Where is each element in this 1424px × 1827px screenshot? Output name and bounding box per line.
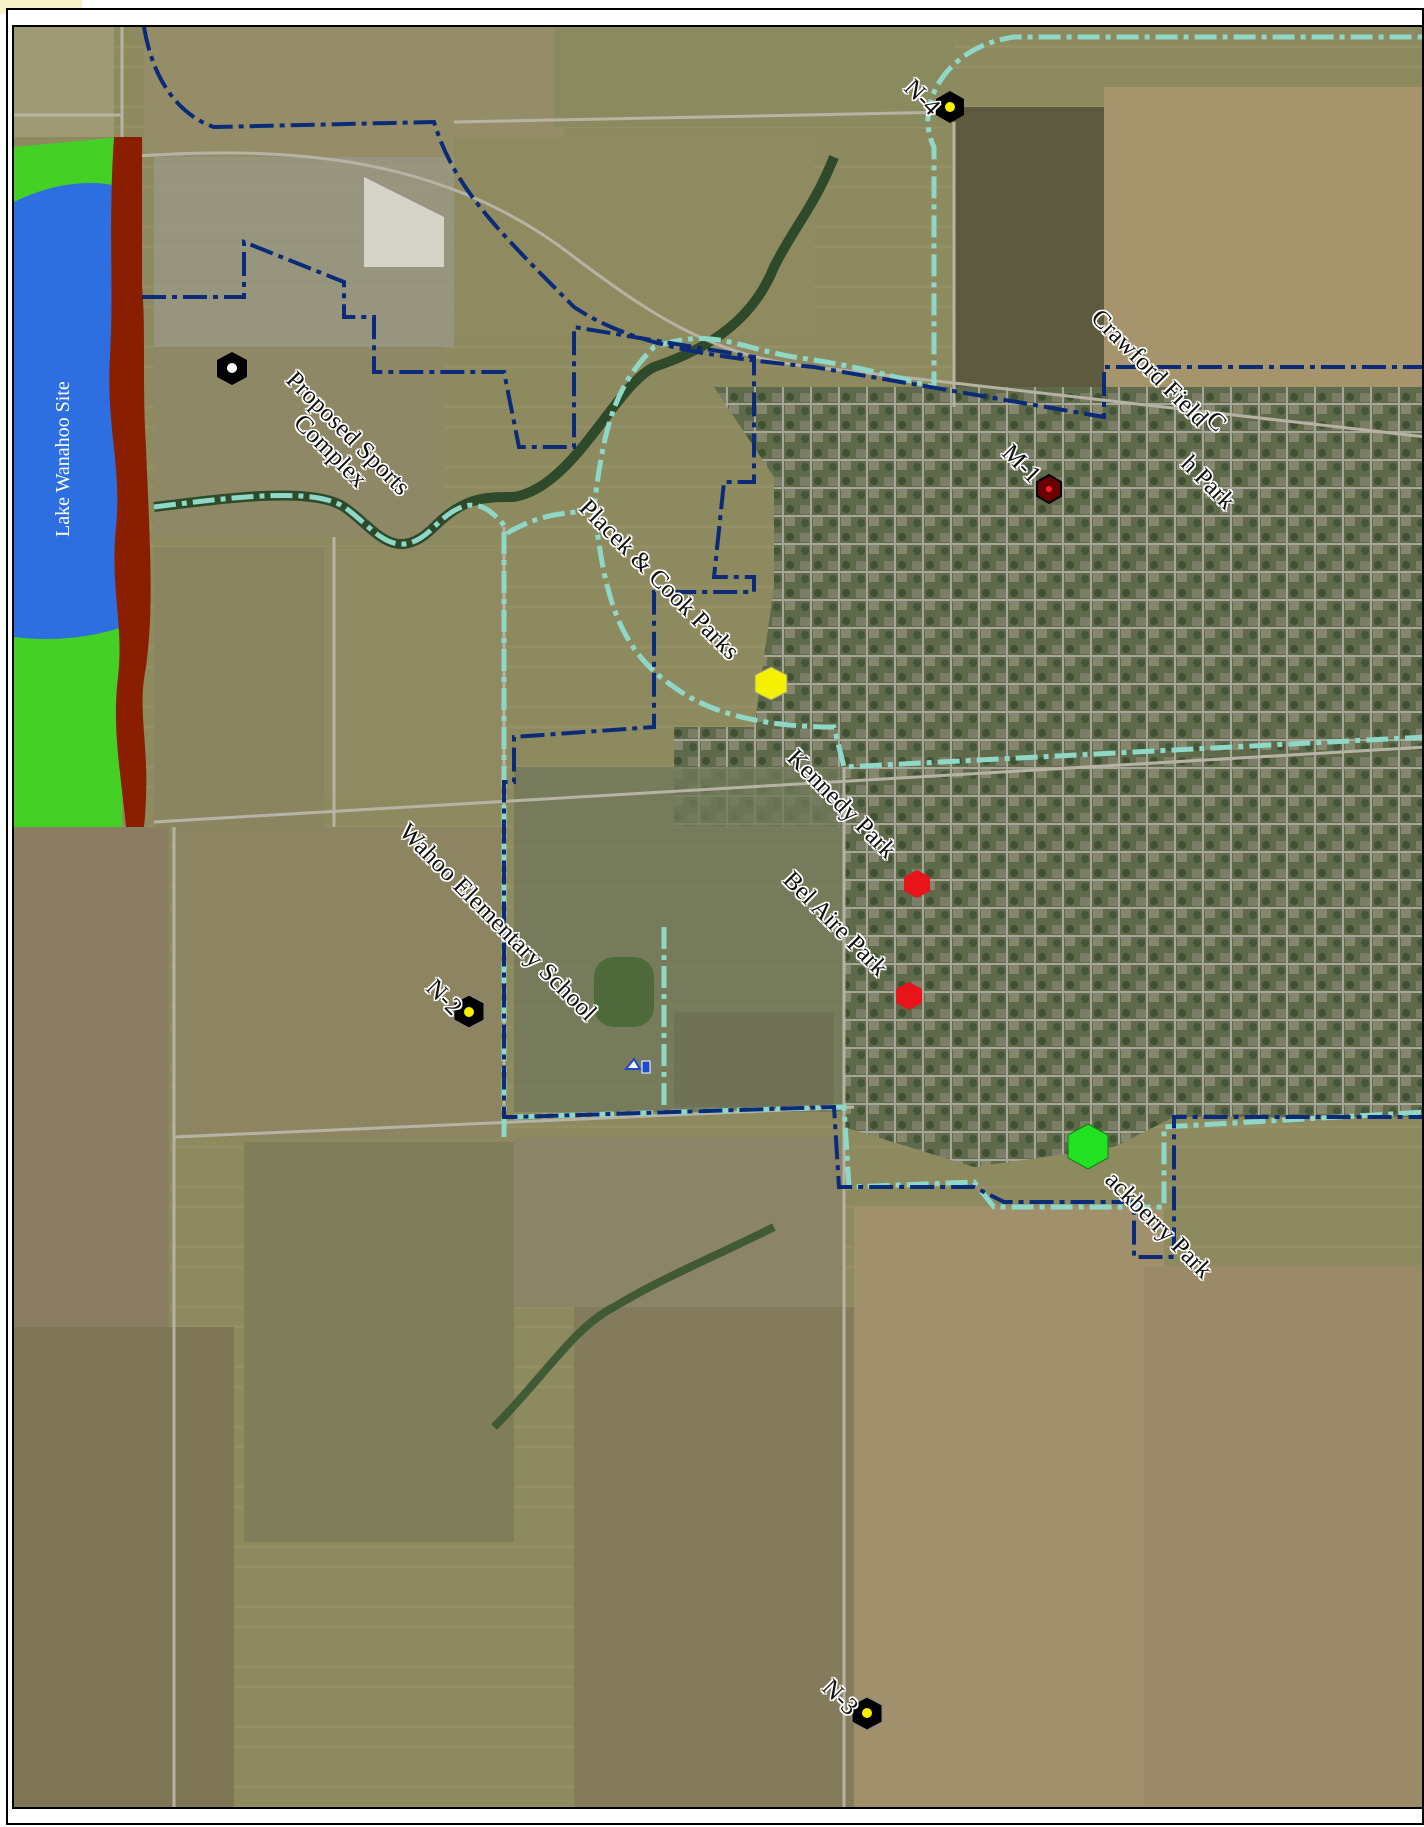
sports-track xyxy=(594,957,654,1027)
gravel-lot xyxy=(364,177,444,267)
field-patch xyxy=(1144,1267,1422,1807)
field-patch xyxy=(144,27,564,157)
map-svg xyxy=(14,27,1422,1807)
map-canvas[interactable]: Lake Wanahoo Site Proposed Sports Comple… xyxy=(12,25,1424,1809)
field-patch xyxy=(514,1137,844,1307)
field-patch xyxy=(174,827,504,1137)
field-patch xyxy=(154,547,324,827)
city-limit xyxy=(142,27,1422,1259)
dam-embankment xyxy=(109,137,151,827)
creek-south xyxy=(491,1223,776,1430)
field-patch xyxy=(854,1207,1164,1807)
field-patch xyxy=(574,1307,854,1807)
field-patch xyxy=(554,27,954,127)
field-patch xyxy=(14,1327,234,1807)
marker-blackberry[interactable] xyxy=(1067,1123,1109,1170)
town-area xyxy=(674,387,1422,1167)
marker-placek-cook[interactable] xyxy=(754,666,788,701)
creek xyxy=(153,155,839,550)
field-patch xyxy=(954,107,1104,407)
field-patch xyxy=(324,547,504,797)
marker-n3[interactable] xyxy=(851,1696,883,1731)
marker-proposed-sports[interactable] xyxy=(217,352,247,385)
lake-water xyxy=(14,182,122,639)
field-patch xyxy=(244,1142,514,1542)
field-patch xyxy=(454,137,814,337)
field-patch xyxy=(1104,87,1422,407)
marker-m1[interactable] xyxy=(1036,473,1062,505)
marker-elementary-school[interactable] xyxy=(623,1057,651,1074)
marker-kennedy[interactable] xyxy=(904,870,930,898)
marker-n4[interactable] xyxy=(936,91,964,123)
town-south-area xyxy=(514,767,844,1112)
marker-bel-aire[interactable] xyxy=(896,982,922,1010)
field-patch xyxy=(14,827,169,1327)
lake-wanahoo-label: Lake Wanahoo Site xyxy=(52,381,74,537)
marker-n2[interactable] xyxy=(453,994,485,1029)
field-patch xyxy=(14,27,114,137)
